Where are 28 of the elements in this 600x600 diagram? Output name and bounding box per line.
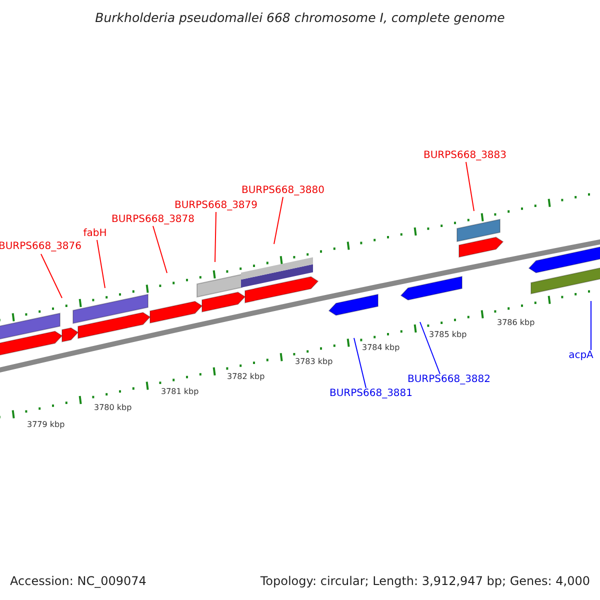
leader-line <box>40 254 62 298</box>
leader-line <box>590 300 592 350</box>
scale-label: 3780 kbp <box>94 404 132 412</box>
gene-label: acpA <box>568 351 594 361</box>
footer-text: Topology: circular; Length: 3,912,947 bp; Genes: 4,000 <box>260 574 590 588</box>
leader-line <box>152 226 168 274</box>
leader-line <box>214 212 216 262</box>
scale-label: 3783 kbp <box>295 358 333 366</box>
scale-label: 3786 kbp <box>497 319 535 327</box>
gene-label: fabH <box>83 229 107 239</box>
title: Burkholderia pseudomallei 668 chromosome I, complete genome <box>94 10 506 25</box>
footer-text: Accession: NC_009074 <box>10 574 146 588</box>
gene-label: BURPS668_3882 <box>407 375 491 385</box>
gene-label: BURPS668_3880 <box>241 186 325 196</box>
gene-label: BURPS668_3883 <box>423 151 507 161</box>
scale-label: 3779 kbp <box>27 421 65 429</box>
scale-label: 3784 kbp <box>362 344 400 352</box>
leader-line <box>420 322 440 374</box>
scale-label: 3785 kbp <box>429 331 467 339</box>
scale-label: 3782 kbp <box>227 373 265 381</box>
gene-label: BURPS668_3879 <box>174 201 258 211</box>
gene-label: BURPS668_3878 <box>111 215 195 225</box>
gene-label: BURPS668_3881 <box>329 389 413 399</box>
leader-line <box>96 240 106 288</box>
leader-line <box>274 196 284 244</box>
leader-line <box>466 162 474 212</box>
scale-label: 3781 kbp <box>161 388 199 396</box>
leader-line <box>354 338 366 388</box>
